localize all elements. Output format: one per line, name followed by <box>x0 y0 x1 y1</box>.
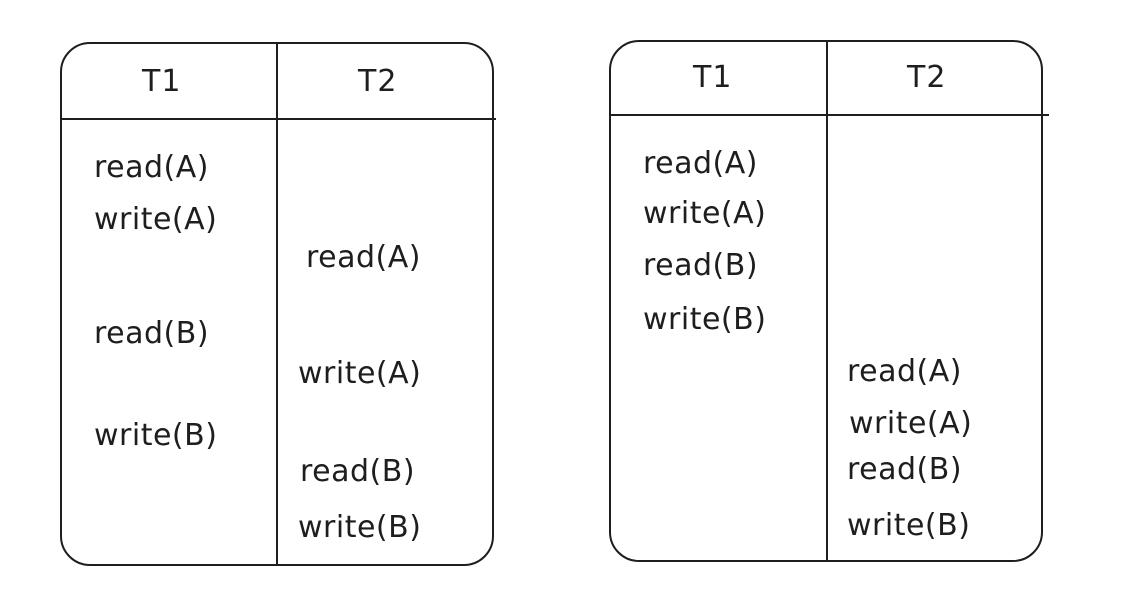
t1-operation: read(B) <box>643 248 759 283</box>
header-divider <box>609 114 1049 116</box>
header-divider <box>60 118 496 120</box>
t1-operation: write(B) <box>643 302 767 337</box>
t2-operation: read(B) <box>300 454 416 489</box>
t1-operation: read(A) <box>94 150 209 185</box>
column-divider <box>276 42 278 566</box>
column-divider <box>826 40 828 562</box>
t1-operation: read(A) <box>643 146 758 181</box>
t1-operation: write(B) <box>94 418 218 453</box>
column-header-t2: T2 <box>358 64 398 99</box>
t1-operation: write(A) <box>643 196 767 231</box>
t2-operation: write(A) <box>849 406 973 441</box>
column-header-t1: T1 <box>693 60 733 95</box>
t2-operation: read(B) <box>847 452 963 487</box>
column-header-t1: T1 <box>142 64 182 99</box>
t2-operation: read(A) <box>847 354 962 389</box>
t2-operation: read(A) <box>306 240 421 275</box>
schedule-table-interleaved: T1 T2 read(A) write(A) read(B) write(B) … <box>60 42 496 566</box>
schedule-table-serial: T1 T2 read(A) write(A) read(B) write(B) … <box>609 40 1049 562</box>
t2-operation: write(B) <box>298 510 422 545</box>
t2-operation: write(B) <box>847 508 971 543</box>
t2-operation: write(A) <box>298 356 422 391</box>
t1-operation: write(A) <box>94 202 218 237</box>
t1-operation: read(B) <box>94 316 210 351</box>
column-header-t2: T2 <box>907 60 947 95</box>
